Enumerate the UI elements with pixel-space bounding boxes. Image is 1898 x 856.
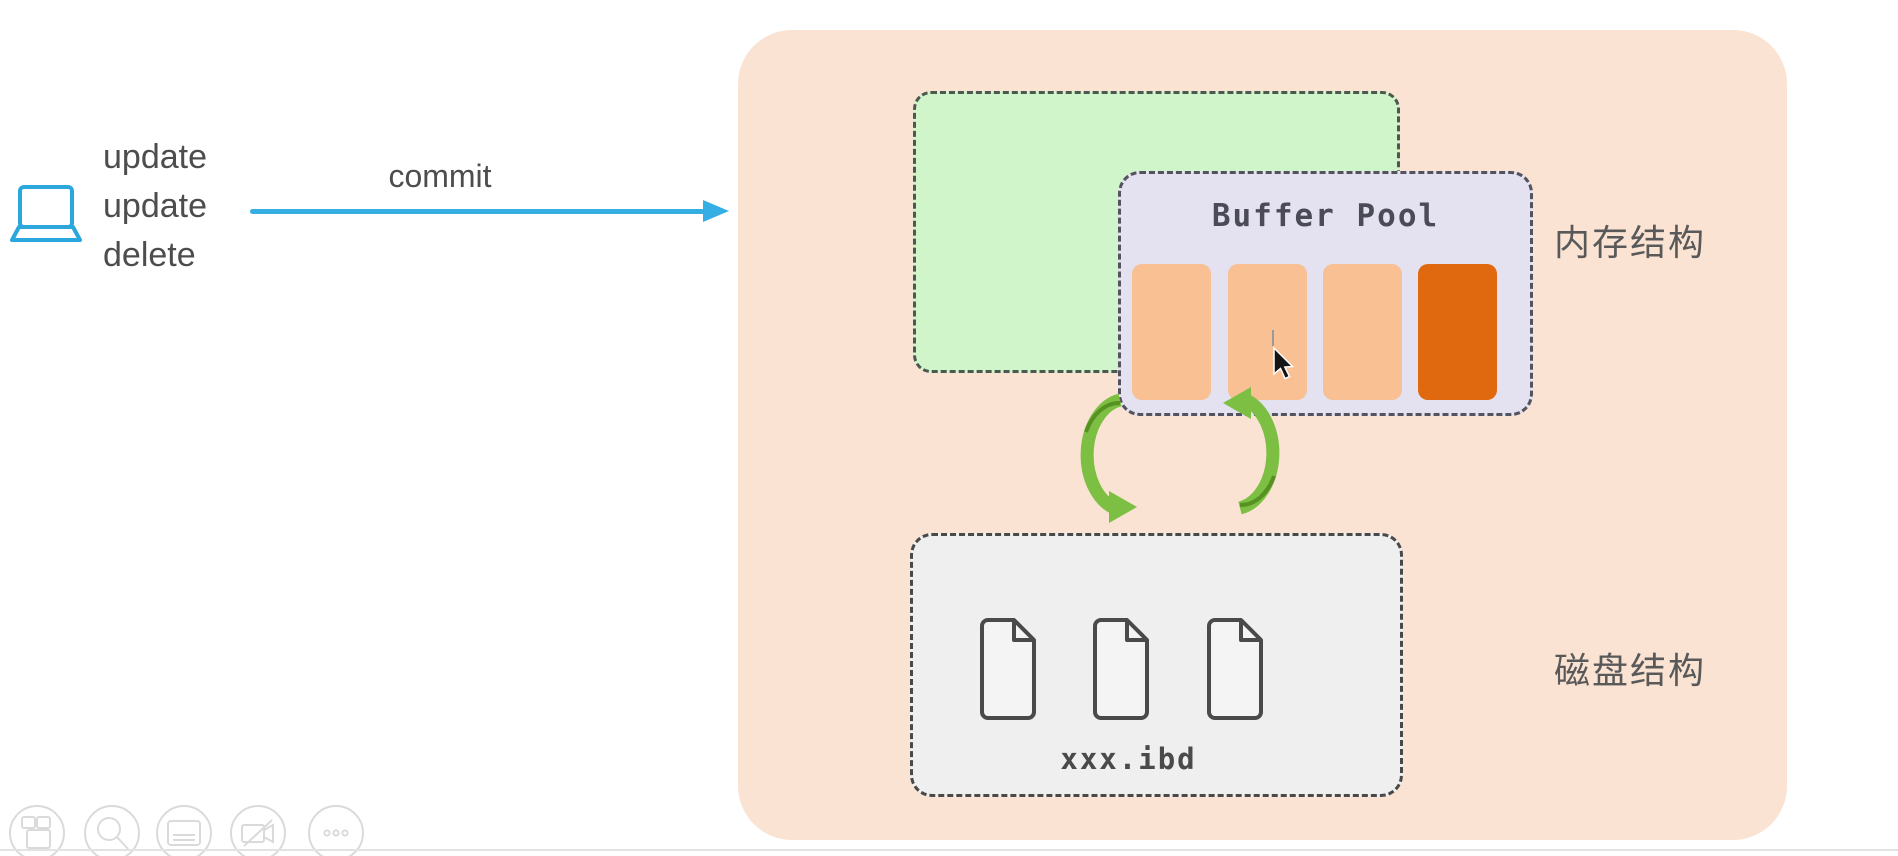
memory-zone: Buffer Pool (913, 91, 1533, 416)
buffer-page-dirty (1418, 264, 1497, 400)
file-icon-1 (980, 618, 1036, 720)
disk-zone: xxx.ibd (910, 533, 1403, 797)
commit-arrow-line (250, 209, 705, 214)
commit-arrow-head (703, 200, 729, 222)
notes-icon[interactable] (156, 805, 212, 856)
sync-arrows-icon (1080, 387, 1280, 523)
file-icon-2 (1093, 618, 1149, 720)
camera-icon[interactable] (9, 805, 65, 856)
memory-section-label: 内存结构 (1554, 222, 1707, 263)
buffer-page-clean-3 (1323, 264, 1402, 400)
operation-update-2: update (103, 187, 207, 225)
buffer-page-clean-1 (1132, 264, 1211, 400)
laptop-icon (10, 185, 82, 242)
bottom-divider (0, 849, 1898, 851)
disk-section-label: 磁盘结构 (1554, 650, 1707, 691)
commit-arrow-label: commit (388, 158, 492, 194)
innodb-panel: Buffer Pool (738, 30, 1787, 840)
buffer-pool-box: Buffer Pool (1118, 171, 1533, 416)
more-icon[interactable] (308, 805, 364, 856)
operation-delete: delete (103, 236, 196, 274)
file-icon-3 (1207, 618, 1263, 720)
ibd-file-label: xxx.ibd (1060, 742, 1197, 776)
buffer-page-clean-2 (1228, 264, 1307, 400)
buffer-pool-title: Buffer Pool (1211, 198, 1440, 234)
client-operations: update update delete (103, 133, 207, 280)
operation-update-1: update (103, 138, 207, 176)
mouse-cursor (1272, 330, 1295, 380)
player-controls[interactable] (6, 804, 386, 856)
search-icon[interactable] (84, 805, 140, 856)
camera-off-icon[interactable] (230, 805, 286, 856)
